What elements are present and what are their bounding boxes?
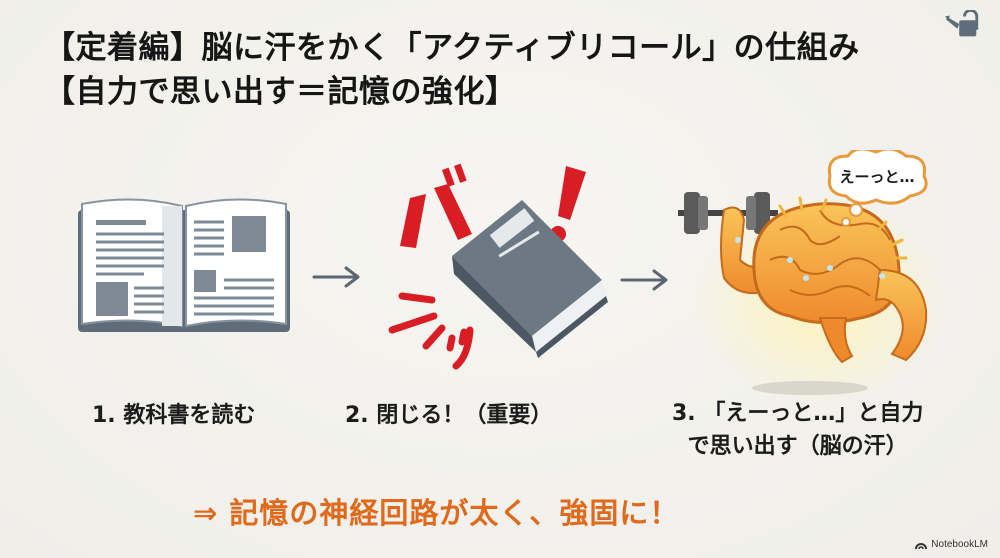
step-2-label: 2. 閉じる！（重要） (345, 403, 553, 428)
notebooklm-logo-icon (915, 543, 928, 549)
thought-bubble: えーっと… (827, 150, 928, 227)
step-3-label-line-2: で思い出す（脳の汗） (687, 434, 908, 459)
sound-effect-tsu (388, 292, 474, 370)
slide-title: 【定着編】脳に汗をかく「アクティブリコール」の仕組み 【自力で思い出す＝記憶の強… (44, 26, 860, 114)
title-line-2: 【自力で思い出す＝記憶の強化】 (44, 74, 517, 110)
sound-effect-ba (400, 163, 472, 248)
thought-bubble-text: えーっと… (839, 168, 914, 186)
exclamation-mark (550, 166, 586, 242)
watering-can-icon (944, 10, 979, 37)
notebooklm-watermark: NotebookLM (915, 539, 988, 550)
step-1-label: 1. 教科書を読む (92, 403, 256, 428)
watermark-label: NotebookLM (931, 539, 988, 550)
conclusion-text: ⇒ 記憶の神経回路が太く、強固に！ (193, 496, 680, 530)
open-book-icon (78, 198, 290, 332)
muscular-brain-icon: えーっと… (678, 150, 950, 400)
title-line-1: 【定着編】脳に汗をかく「アクティブリコール」の仕組み (44, 30, 860, 66)
arrow-right-icon (620, 269, 668, 291)
arrow-right-icon (312, 266, 360, 288)
step-3-label-line-1: 3. 「えーっと…」と自力 (672, 401, 924, 426)
step-3-label: 3. 「えーっと…」と自力 で思い出す（脳の汗） (672, 397, 923, 463)
closed-book-icon (388, 163, 608, 370)
